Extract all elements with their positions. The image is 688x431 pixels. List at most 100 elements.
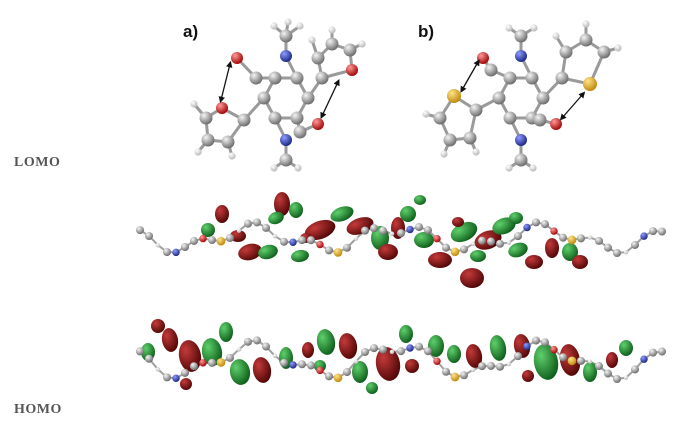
atom-C (180, 242, 190, 252)
atom-C (441, 243, 451, 252)
atom-C (279, 237, 289, 246)
atom-H (190, 100, 198, 108)
atom-C (536, 91, 550, 105)
orbital-lobe-negative (229, 359, 251, 385)
orbital-lobe-negative (414, 232, 434, 248)
atom-C (261, 223, 271, 232)
atom-C (558, 353, 568, 362)
atom-H (614, 44, 622, 52)
atom-S (450, 247, 460, 257)
atom-C (594, 362, 604, 371)
atom-C (324, 372, 334, 381)
atom-C (207, 235, 217, 245)
orbital-lobe-positive (452, 217, 464, 227)
atom-H (506, 240, 512, 245)
atom-H (155, 242, 161, 248)
atom-O (550, 227, 558, 235)
orbital-lobe-negative (447, 345, 461, 363)
atom-C (279, 29, 293, 43)
atoms (422, 20, 622, 172)
atom-C (369, 224, 379, 233)
atom-C (443, 133, 457, 147)
atom-N (280, 50, 292, 62)
lomo-label: LOMO (14, 155, 61, 170)
atom-C (360, 226, 370, 235)
orbital-lobe-positive (465, 344, 483, 368)
atom-C (495, 239, 505, 248)
atom-C (360, 347, 370, 357)
atom-C (648, 227, 658, 236)
orbital-lobe-positive (572, 255, 588, 269)
atom-H (389, 231, 395, 236)
atom-C (144, 231, 154, 240)
atom-C (492, 91, 506, 105)
atom-C (477, 236, 487, 245)
atom-C (579, 33, 593, 47)
orbital-lobe-positive (151, 319, 165, 333)
orbital-lobe-positive (525, 255, 543, 269)
orbital-lobe-negative (352, 361, 368, 383)
atom-C (648, 348, 658, 357)
homo-label: HOMO (14, 402, 62, 417)
atoms (135, 218, 667, 258)
atom-O (199, 359, 207, 367)
orbital-lobe-positive (522, 370, 534, 382)
interaction-arrow (460, 59, 480, 93)
atom-S (216, 236, 226, 246)
atom-H (422, 110, 430, 118)
orbital-lobe-positive (375, 347, 401, 381)
atom-C (540, 220, 550, 229)
atom-C (243, 219, 253, 228)
atom-H (270, 164, 278, 172)
atom-N (289, 361, 297, 369)
orbital-lobe-negative (201, 223, 215, 237)
orbital-lobe-negative (470, 250, 486, 262)
atom-C (378, 345, 388, 354)
atom-C (243, 337, 253, 346)
atom-C (657, 347, 667, 356)
atom-C (423, 347, 433, 356)
atom-H (272, 233, 278, 239)
orbital-lobe-negative (492, 217, 516, 235)
atom-C (252, 218, 262, 227)
atom-C (576, 234, 586, 243)
orbital-lobe-positive (302, 342, 314, 358)
atom-O (316, 366, 324, 375)
atom-C (459, 245, 469, 254)
atom-O (346, 64, 358, 76)
atom-C (503, 71, 517, 85)
atom-C (342, 368, 352, 377)
atom-C (221, 135, 235, 149)
atom-H (472, 148, 480, 156)
atom-C (630, 240, 640, 249)
atom-C (225, 353, 235, 362)
atom-H (587, 235, 593, 240)
orbital-lobe-negative (414, 195, 426, 205)
atom-H (294, 164, 302, 172)
orbital-lobes (201, 192, 588, 288)
atom-O (433, 234, 441, 243)
atom-C (315, 71, 329, 85)
atom-C (540, 338, 550, 347)
atom-H (582, 20, 590, 28)
orbital-lobe-positive (274, 192, 290, 216)
atom-S (333, 373, 343, 383)
atom-C (261, 342, 271, 351)
orbital-lobe-positive (230, 230, 246, 242)
atom-H (194, 148, 202, 156)
orbital-lobe-positive (180, 378, 192, 390)
atom-C (252, 336, 262, 345)
atom-H (530, 24, 538, 32)
atom-N (289, 238, 297, 246)
atom-C (533, 113, 547, 127)
orbital-lobe-positive (460, 268, 484, 288)
atom-N (172, 374, 180, 383)
atom-H (623, 375, 629, 380)
atom-C (495, 362, 505, 371)
atom-S (567, 356, 577, 366)
atom-C (180, 368, 190, 377)
atoms (190, 18, 366, 172)
atom-C (477, 362, 487, 371)
atom-S (583, 77, 597, 91)
